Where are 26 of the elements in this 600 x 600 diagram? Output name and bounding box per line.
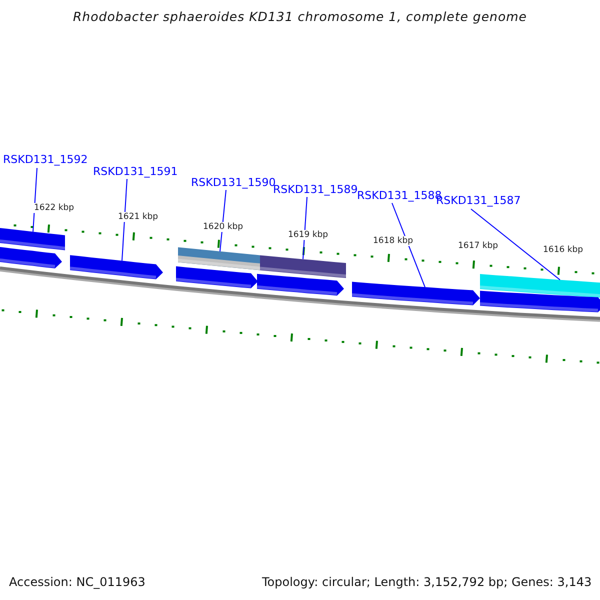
- gene-label: RSKD131_1590: [191, 176, 276, 189]
- gene-feature-bar: [176, 266, 258, 288]
- scale-label: 1619 kbp: [287, 230, 330, 240]
- leader-line: [122, 178, 128, 262]
- gene-feature-bar: [260, 255, 346, 278]
- scale-label: 1620 kbp: [202, 222, 244, 232]
- diagram-title: Rhodobacter sphaeroides KD131 chromosome 1, complete genome: [72, 9, 528, 24]
- footer-note: Accession: NC_011963: [9, 575, 146, 589]
- gene-feature-bar: [0, 227, 66, 250]
- gene-feature-bar: [480, 274, 600, 298]
- leader-line: [470, 208, 560, 280]
- gene-label: RSKD131_1591: [93, 165, 178, 178]
- gene-feature-bar: [70, 255, 163, 280]
- scale-label: 1618 kbp: [372, 236, 414, 246]
- scale-label: 1622 kbp: [33, 203, 76, 213]
- gene-feature-bar: [352, 282, 480, 306]
- gene-feature-bar: [480, 290, 600, 312]
- scale-label: 1621 kbp: [117, 212, 160, 222]
- scale-label: 1617 kbp: [457, 241, 500, 251]
- gene-feature-bar: [178, 247, 260, 270]
- gene-feature-bar: [0, 246, 62, 268]
- gene-label: RSKD131_1592: [3, 153, 88, 166]
- footer-note: Topology: circular; Length: 3,152,792 bp; Genes: 3,143: [262, 575, 592, 589]
- gene-feature-bar: [256, 274, 344, 296]
- scale-label: 1616 kbp: [542, 245, 584, 255]
- leader-line: [392, 202, 426, 288]
